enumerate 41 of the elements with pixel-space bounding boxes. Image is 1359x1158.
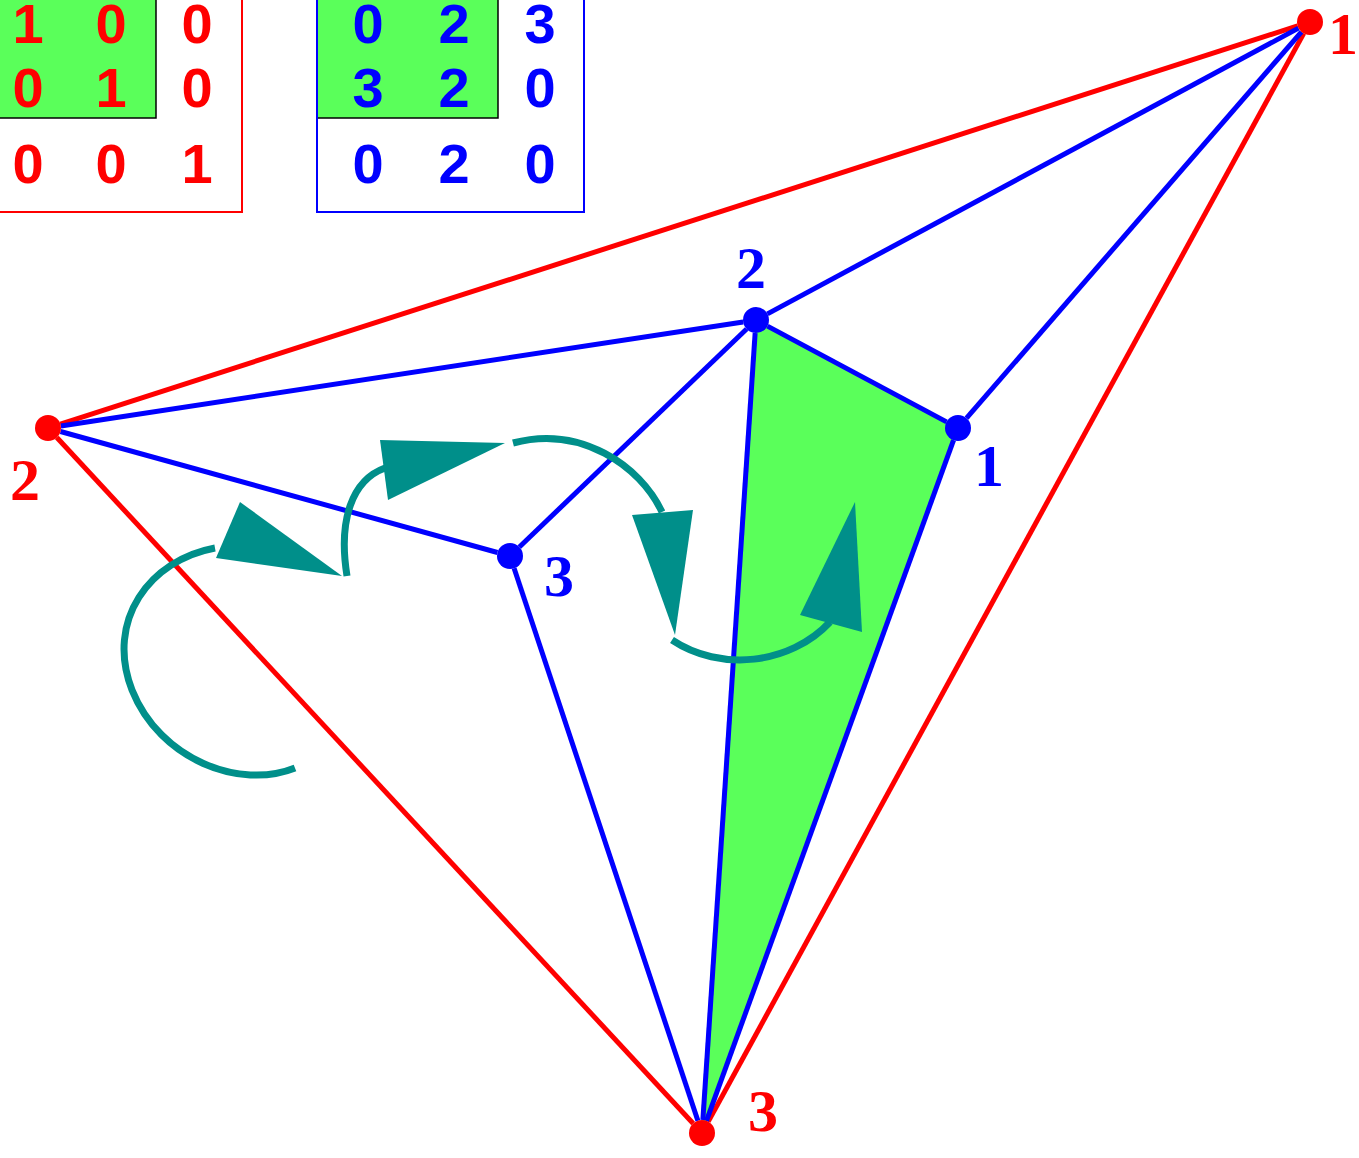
vertex-number: 1 [1328,4,1358,64]
graph-edge [511,567,701,1122]
vertex-dot [945,415,971,441]
matrix-entry: 0 [351,136,385,192]
matrix-entry: 0 [523,136,557,192]
graph-edge [964,30,1304,420]
vertex-number: 3 [544,546,574,606]
graph-edge [700,332,758,1121]
matrix-entry: 0 [11,136,45,192]
graph-edge [517,327,749,549]
matrix-entry: 2 [437,0,471,52]
matrix-entry: 0 [94,0,128,52]
graph-edge [60,319,744,429]
matrix-entry: 1 [11,0,45,52]
matrix-entry: 1 [180,136,214,192]
graph-edge [706,32,1306,1123]
graph-edge [766,323,948,425]
matrix-entry: 0 [351,0,385,52]
matrix-entry: 0 [180,60,214,116]
vertex-dot [497,543,523,569]
vertex-dot [689,1120,715,1146]
matrix-entry: 1 [94,60,128,116]
vertex-number: 1 [974,436,1004,496]
matrix-entry: 3 [351,60,385,116]
vertex-number: 3 [748,1081,778,1141]
matrix-entry: 0 [94,136,128,192]
vertex-number: 2 [10,450,40,510]
matrix-entry: 0 [11,60,45,116]
vertex-dot [743,307,769,333]
matrix-entry: 3 [523,0,557,52]
vertex-number: 2 [736,238,766,298]
matrix-entry: 0 [523,60,557,116]
matrix-entry: 0 [180,0,214,52]
matrix-entry: 2 [437,60,471,116]
graph-edge [704,439,956,1122]
graph-edge [766,25,1300,317]
graph-edge [55,435,695,1126]
matrix-entry: 2 [437,136,471,192]
vertex-dot [1297,9,1323,35]
graph-edge [59,429,499,555]
vertex-dot [35,415,61,441]
